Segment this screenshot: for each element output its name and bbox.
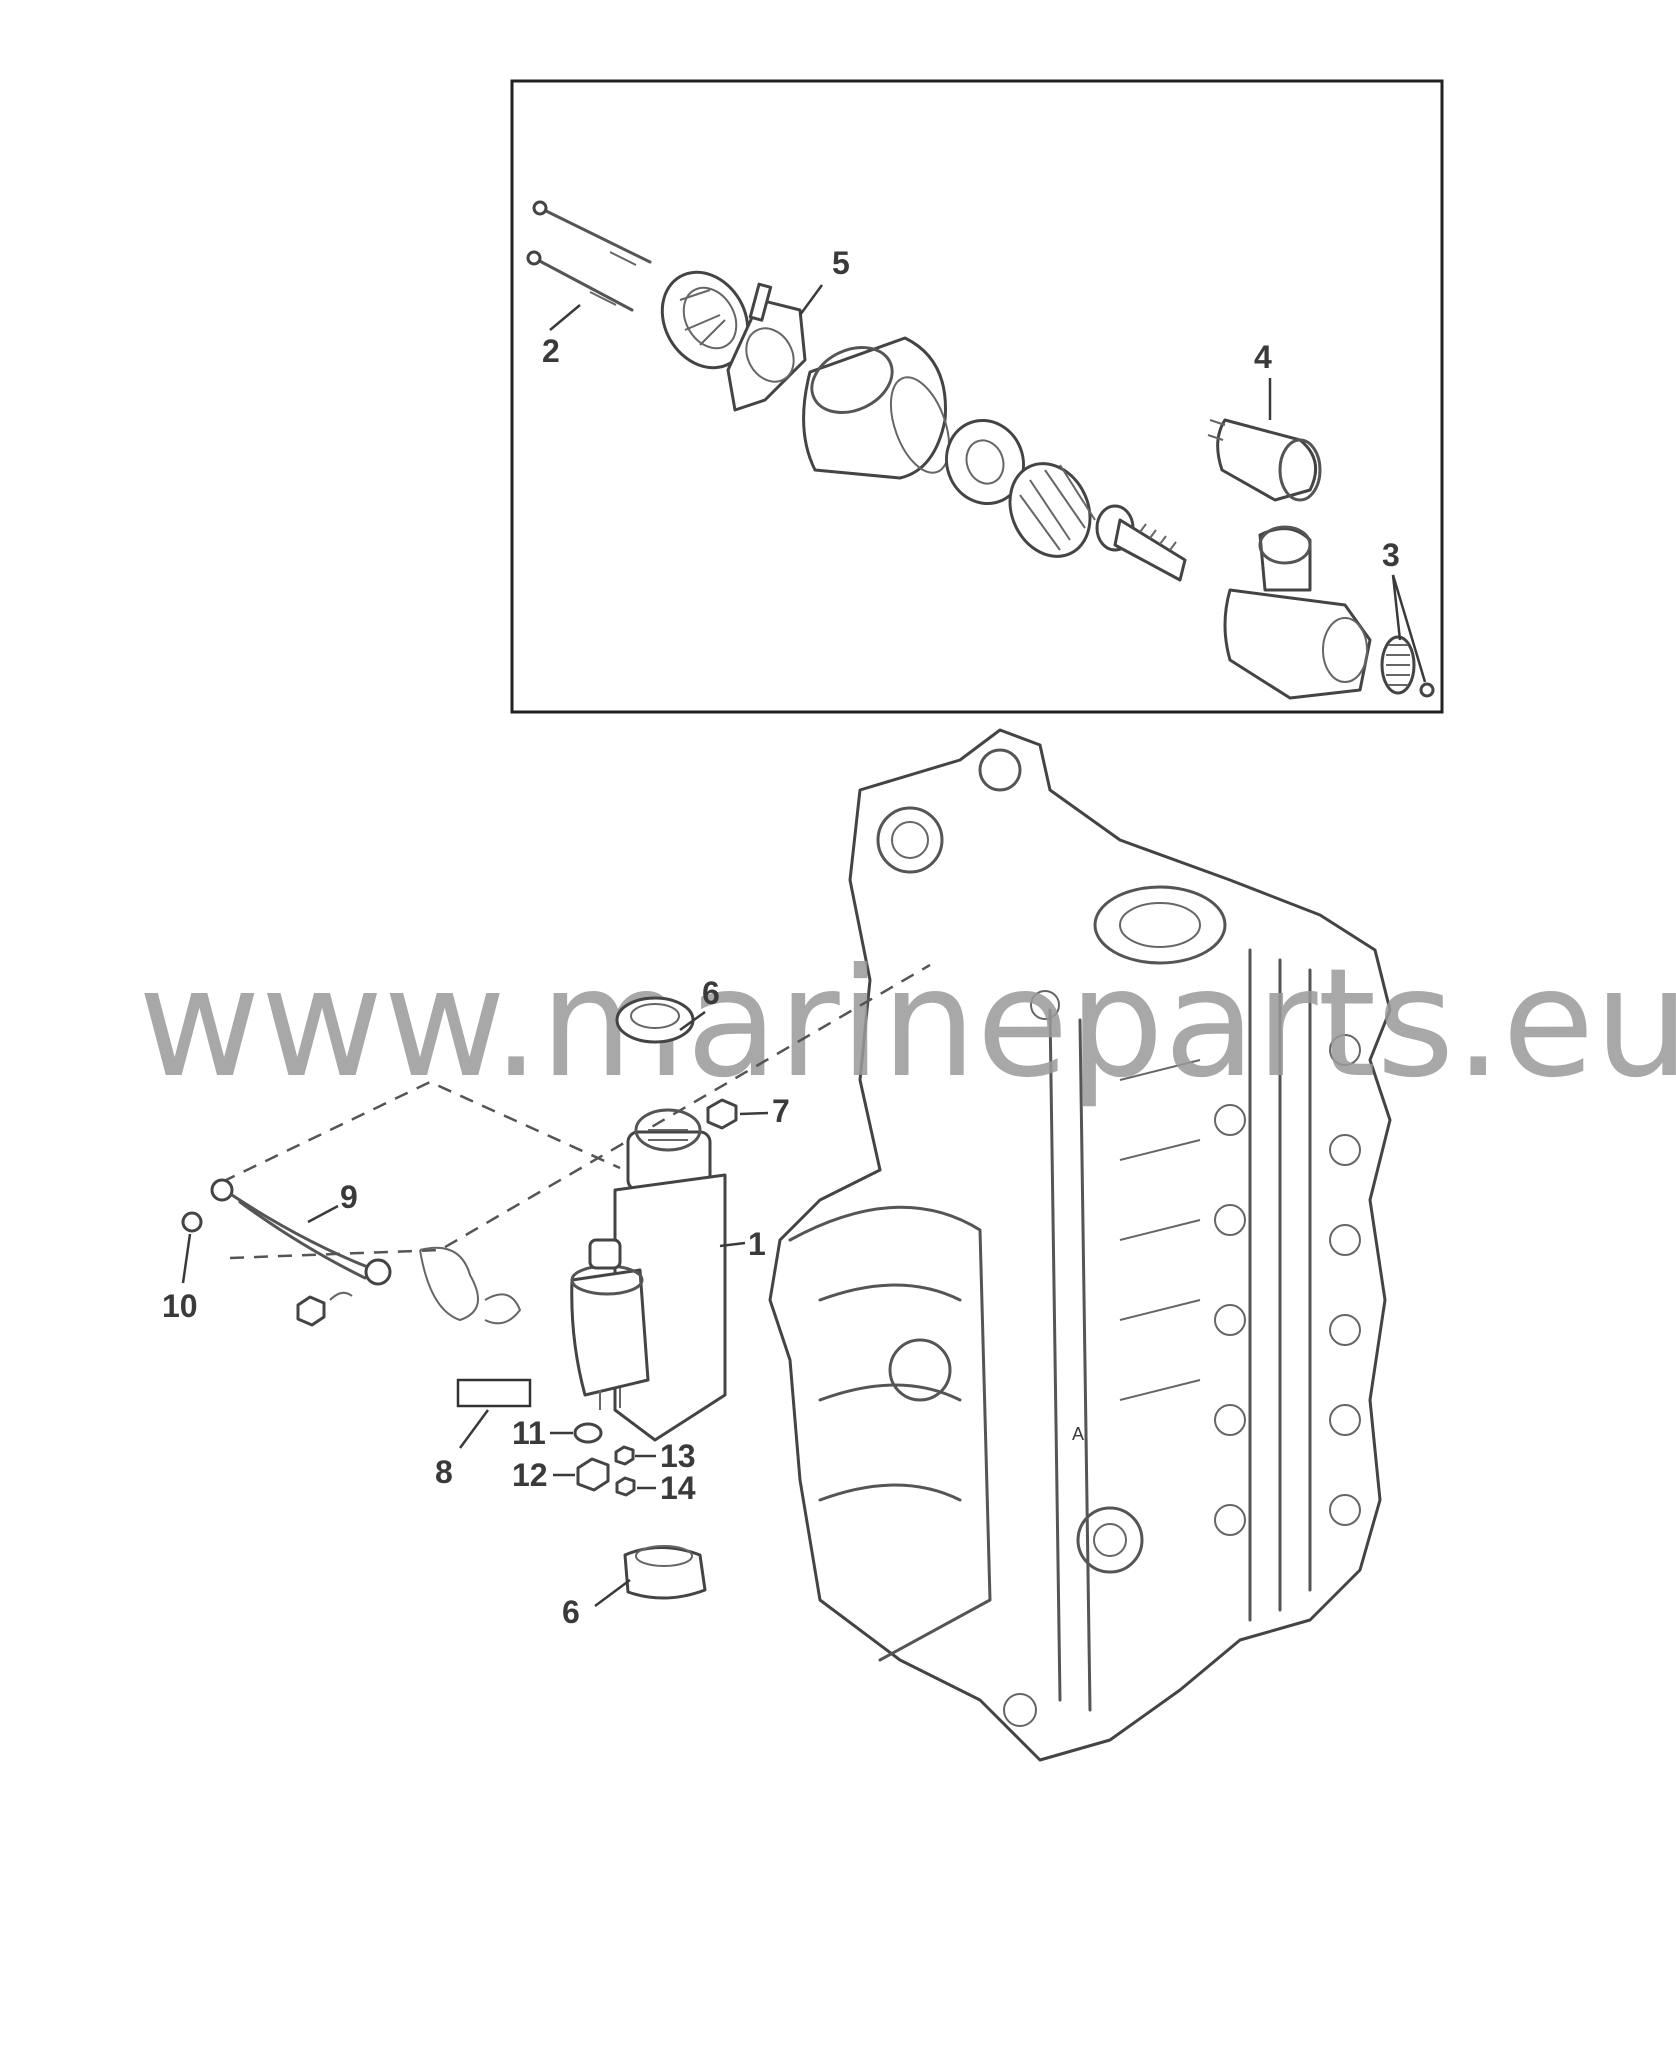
- brush-plate: [726, 282, 807, 412]
- washer-11: [573, 1422, 603, 1444]
- callout-6-upper: 6: [702, 975, 720, 1011]
- leader-1: [719, 1241, 746, 1248]
- grommet-lower: [623, 1545, 707, 1600]
- leader-3a: [1391, 574, 1402, 641]
- cable-nut: [296, 1291, 353, 1327]
- washer: [945, 418, 1025, 506]
- callout-11: 11: [512, 1415, 546, 1451]
- leader-2: [549, 304, 581, 331]
- starter-motor: [570, 1108, 727, 1442]
- planetary-gear: [1008, 462, 1096, 558]
- leader-8: [458, 1409, 490, 1449]
- callout-1: 1: [748, 1226, 766, 1262]
- callout-4: 4: [1254, 339, 1272, 375]
- nut-7: [706, 1098, 738, 1130]
- yoke-housing: [802, 336, 951, 480]
- solenoid: [1207, 418, 1322, 502]
- callout-10: 10: [162, 1288, 198, 1324]
- leader-10: [181, 1233, 192, 1284]
- callout-9: 9: [340, 1179, 358, 1215]
- callout-13: 13: [660, 1438, 696, 1474]
- grommet-upper: [615, 996, 695, 1044]
- leader-5: [798, 284, 824, 316]
- callout-3: 3: [1382, 537, 1400, 573]
- callout-14: 14: [660, 1470, 696, 1506]
- leader-9: [307, 1204, 339, 1224]
- callout-12: 12: [512, 1457, 548, 1493]
- pinion-gear: [1380, 635, 1435, 698]
- callout-6-lower: 6: [562, 1594, 580, 1630]
- end-cap: [660, 270, 750, 370]
- engine-block: A: [768, 728, 1392, 1762]
- leader-7: [739, 1111, 769, 1116]
- nut-12: [576, 1457, 610, 1492]
- nut-13: [614, 1445, 635, 1466]
- exploded-starter-inset: 2 5 4 3: [510, 79, 1444, 714]
- inset-frame: [510, 79, 1444, 714]
- starter-body: [1223, 525, 1372, 700]
- callout-2: 2: [542, 333, 560, 369]
- leader-6a: [679, 1010, 706, 1032]
- decal-8: [456, 1378, 532, 1408]
- nut-14: [615, 1476, 636, 1497]
- callout-8: 8: [435, 1454, 453, 1490]
- watermark-text: www.marineparts.eu: [138, 937, 1676, 1111]
- leader-3b: [1391, 574, 1427, 683]
- battery-cable: [181, 1178, 521, 1325]
- block-mark-a: A: [1072, 1424, 1084, 1444]
- drive-shaft: [1095, 504, 1187, 582]
- leader-6b: [594, 1578, 631, 1608]
- callout-7: 7: [772, 1093, 790, 1129]
- through-bolts: [526, 200, 652, 312]
- alignment-lines: [221, 963, 931, 1260]
- callout-5: 5: [832, 245, 850, 281]
